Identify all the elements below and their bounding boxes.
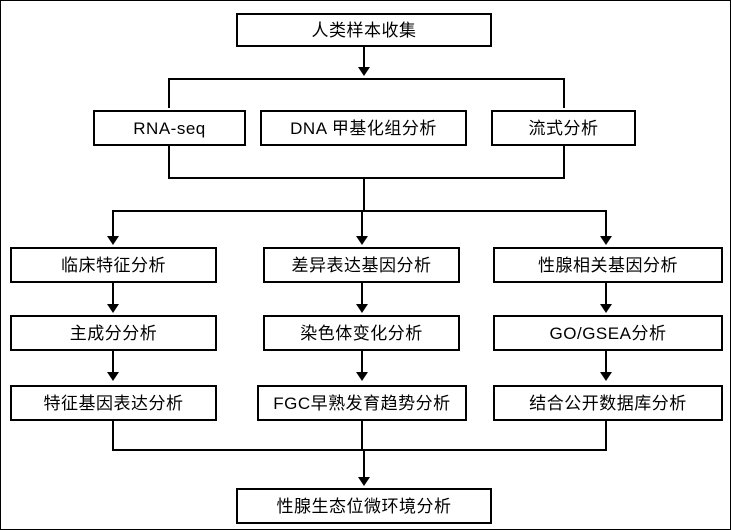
node-label: 临床特征分析 bbox=[61, 255, 166, 275]
node-gonadal-niche-microenvironment-analysis: 性腺生态位微环境分析 bbox=[236, 488, 492, 524]
connector-deg-2-3 bbox=[361, 351, 363, 375]
connector-clinical-2-3 bbox=[112, 351, 114, 375]
node-label: 性腺相关基因分析 bbox=[538, 255, 678, 275]
node-label: DNA 甲基化组分析 bbox=[290, 118, 437, 138]
node-go-gsea-analysis: GO/GSEA分析 bbox=[493, 315, 723, 351]
arrowhead-deg-2-3 bbox=[356, 372, 368, 381]
connector-gonad-1-2 bbox=[605, 283, 607, 307]
node-label: 染色体变化分析 bbox=[300, 323, 423, 343]
node-label: 流式分析 bbox=[528, 118, 599, 138]
node-fgc-precocious-development-trend-analysis: FGC早熟发育趋势分析 bbox=[257, 385, 467, 421]
node-label: 特征基因表达分析 bbox=[43, 393, 184, 413]
connector-bus-to-clinical bbox=[112, 210, 114, 240]
connector-deg-to-final-bus bbox=[361, 421, 363, 451]
node-label: FGC早熟发育趋势分析 bbox=[273, 393, 451, 413]
connector-bus-to-rnaseq bbox=[168, 78, 170, 108]
node-dna-methylome-analysis: DNA 甲基化组分析 bbox=[260, 110, 467, 146]
node-feature-gene-expression-analysis: 特征基因表达分析 bbox=[10, 385, 217, 421]
node-clinical-feature-analysis: 临床特征分析 bbox=[10, 247, 217, 283]
connector-final-bus-to-result bbox=[363, 449, 365, 480]
connector-merge-to-analysis-bus bbox=[363, 177, 365, 211]
arrowhead-bus-to-gonad bbox=[600, 236, 612, 245]
arrowhead-gonad-1-2 bbox=[600, 304, 612, 313]
connector-bus-to-flow bbox=[563, 78, 565, 108]
arrowhead-final-to-result bbox=[358, 477, 370, 486]
arrowhead-bus-to-deg bbox=[356, 236, 368, 245]
node-chromosome-change-analysis: 染色体变化分析 bbox=[263, 315, 460, 351]
connector-clinical-to-final-bus bbox=[112, 421, 114, 451]
connector-flow-to-merge bbox=[563, 146, 565, 179]
node-label: GO/GSEA分析 bbox=[549, 323, 667, 343]
arrowhead-clinical-2-3 bbox=[107, 372, 119, 381]
node-label: RNA-seq bbox=[133, 118, 206, 138]
node-label: 结合公开数据库分析 bbox=[529, 393, 687, 413]
node-principal-component-analysis: 主成分分析 bbox=[10, 315, 217, 351]
arrowhead-source-to-bus bbox=[358, 67, 370, 76]
node-human-sample-collection: 人类样本收集 bbox=[236, 13, 492, 47]
connector-bus-to-gonad bbox=[605, 210, 607, 240]
bus-assay-merge bbox=[168, 177, 565, 179]
connector-gonad-2-3 bbox=[605, 351, 607, 375]
bus-assay-distribute bbox=[168, 78, 565, 80]
connector-bus-to-deg bbox=[361, 210, 363, 240]
node-gonad-related-gene-analysis: 性腺相关基因分析 bbox=[493, 247, 723, 283]
arrowhead-clinical-1-2 bbox=[107, 304, 119, 313]
bus-final-merge bbox=[112, 449, 607, 451]
connector-rnaseq-to-merge bbox=[168, 146, 170, 179]
node-label: 人类样本收集 bbox=[311, 20, 417, 40]
node-label: 性腺生态位微环境分析 bbox=[276, 496, 452, 516]
arrowhead-gonad-2-3 bbox=[600, 372, 612, 381]
arrowhead-bus-to-clinical bbox=[107, 236, 119, 245]
arrowhead-deg-1-2 bbox=[356, 304, 368, 313]
node-flow-cytometry-analysis: 流式分析 bbox=[491, 110, 636, 146]
connector-clinical-1-2 bbox=[112, 283, 114, 307]
connector-deg-1-2 bbox=[361, 283, 363, 307]
connector-gonad-to-final-bus bbox=[605, 421, 607, 451]
connector-source-to-bus bbox=[363, 47, 365, 71]
node-label: 主成分分析 bbox=[69, 323, 158, 343]
node-rna-seq: RNA-seq bbox=[93, 110, 246, 146]
node-differential-expression-gene-analysis: 差异表达基因分析 bbox=[263, 247, 460, 283]
bus-analysis-distribute bbox=[112, 210, 607, 212]
node-public-database-integration-analysis: 结合公开数据库分析 bbox=[493, 385, 723, 421]
node-label: 差异表达基因分析 bbox=[291, 255, 432, 275]
